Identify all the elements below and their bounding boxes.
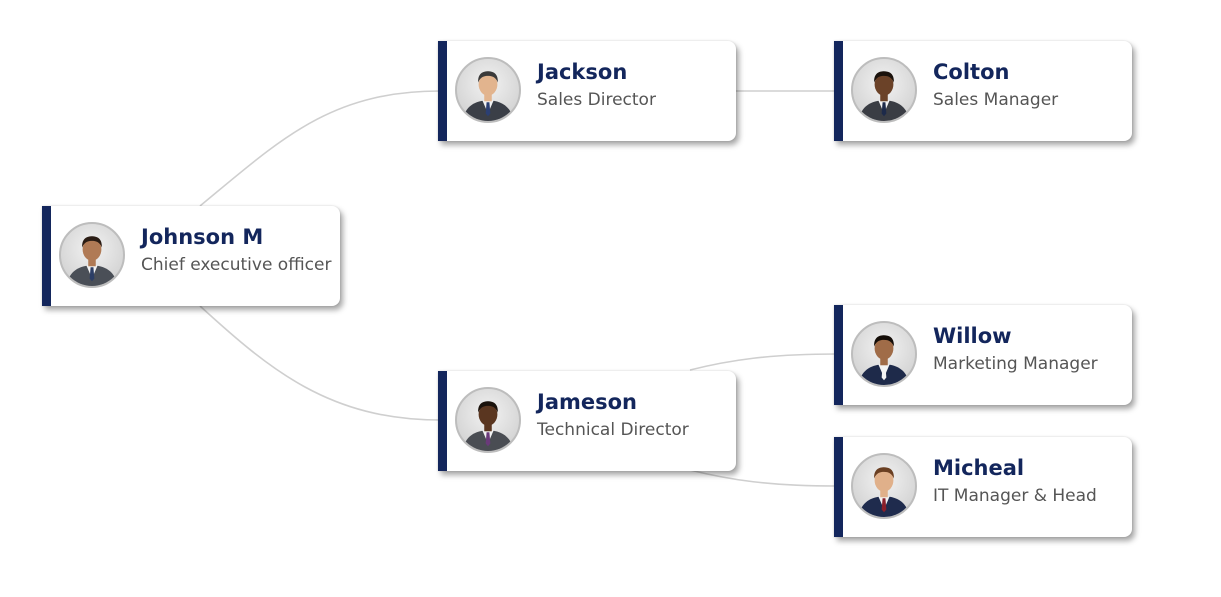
node-name: Johnson M xyxy=(141,225,264,249)
node-jameson[interactable]: Jameson Technical Director xyxy=(438,371,736,471)
node-title: Sales Manager xyxy=(933,90,1059,110)
node-name: Jameson xyxy=(537,390,637,414)
node-jackson[interactable]: Jackson Sales Director xyxy=(438,41,736,141)
jackson-avatar-icon xyxy=(455,57,521,123)
colton-avatar-icon xyxy=(851,57,917,123)
node-title: Marketing Manager xyxy=(933,354,1098,374)
connector-johnson-jackson xyxy=(199,90,441,207)
node-name: Jackson xyxy=(537,60,628,84)
node-micheal[interactable]: Micheal IT Manager & Head xyxy=(834,437,1132,537)
node-name: Willow xyxy=(933,324,1012,348)
node-colton[interactable]: Colton Sales Manager xyxy=(834,41,1132,141)
jameson-avatar-icon xyxy=(455,387,521,453)
node-johnson[interactable]: Johnson M Chief executive officer xyxy=(42,206,340,306)
willow-avatar-icon xyxy=(851,321,917,387)
node-title: Technical Director xyxy=(537,420,689,440)
node-willow[interactable]: Willow Marketing Manager xyxy=(834,305,1132,405)
connector-jameson-willow xyxy=(689,353,837,371)
node-title: IT Manager & Head xyxy=(933,486,1097,506)
johnson-avatar-icon xyxy=(59,222,125,288)
node-title: Sales Director xyxy=(537,90,656,110)
node-title: Chief executive officer xyxy=(141,255,332,275)
micheal-avatar-icon xyxy=(851,453,917,519)
node-name: Colton xyxy=(933,60,1010,84)
connector-johnson-jameson xyxy=(199,305,441,421)
connector-jameson-micheal xyxy=(689,469,837,487)
node-name: Micheal xyxy=(933,456,1025,480)
